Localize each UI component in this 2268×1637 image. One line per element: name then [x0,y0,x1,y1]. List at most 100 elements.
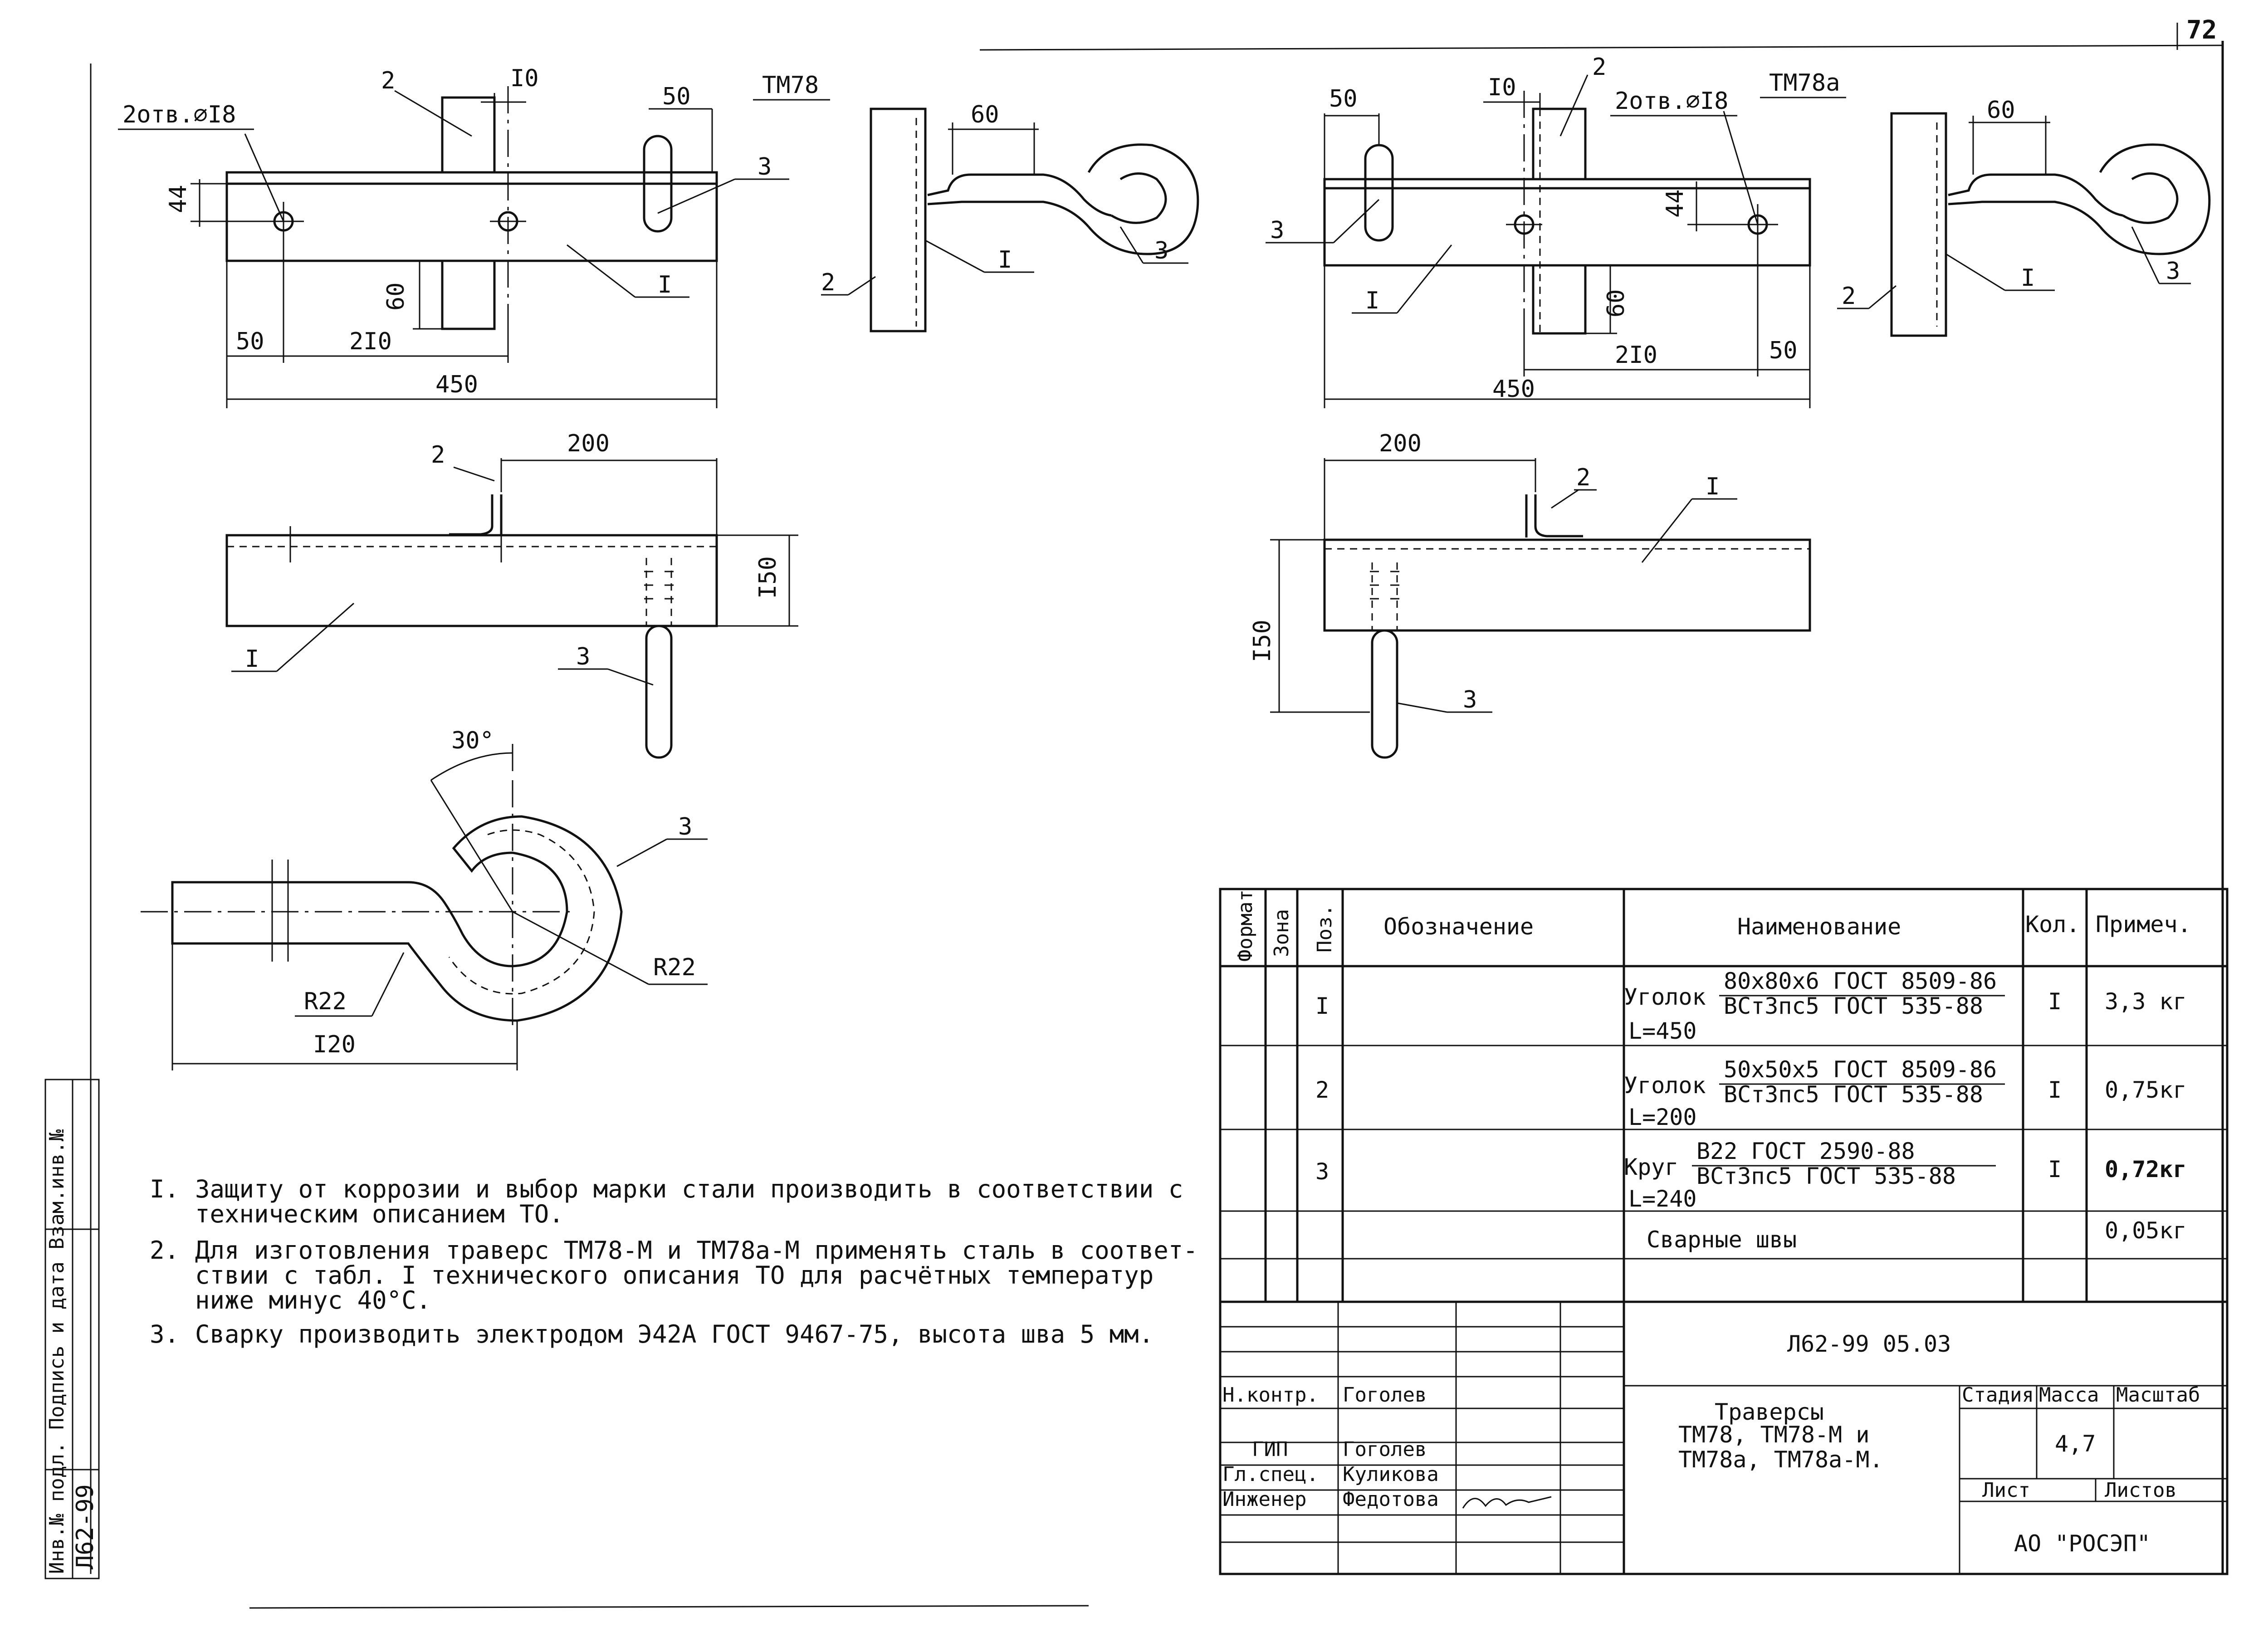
note-2-line3: ниже минус 40°С. [195,1286,431,1314]
left-margin-header: Инв.№ подл. Подпись и дата Взам.инв.№ [45,1129,68,1574]
note-1-line2: техническим описанием ТО. [195,1200,564,1228]
sheet-frame: 72 [90,15,2224,1609]
view-right-top-dim-150: I50 [1249,620,1276,662]
header-format: Формат [1234,889,1257,962]
row-2-qty: I [2048,1077,2062,1103]
header-note: Примеч. [2096,911,2191,938]
view-right-side-pos-3: 3 [2166,258,2180,285]
hook-angle: 30° [451,727,494,754]
row-3-qty: I [2048,1156,2062,1183]
view-left-dim-60: 60 [382,282,410,311]
view-right-pos-3: 3 [1270,217,1284,244]
view-right-dim-210: 2I0 [1615,342,1657,369]
view-left-front: ТМ78 I0 50 44 60 50 2I0 450 [118,65,830,408]
view-right-holes-label: 2отв.⌀I8 [1615,88,1728,115]
role-3-name: Куликова [1343,1463,1439,1486]
title-line-3: ТМ78а, ТМ78а-М. [1678,1446,1883,1473]
view-left-dim-450: 450 [435,371,478,398]
view-right-title: ТМ78а [1769,69,1840,97]
view-left-side-pos-2: 2 [821,269,835,296]
role-4-name: Федотова [1343,1488,1439,1511]
view-right-side-pos-2: 2 [1842,283,1856,310]
left-margin-stamp: Инв.№ подл. Подпись и дата Взам.инв.№ Л6… [44,1079,100,1579]
view-right-pos-2: 2 [1592,54,1606,81]
row-2-name-bottom: ВСт3пс5 ГОСТ 535-88 [1724,1081,1983,1108]
view-right-side: 60 I 2 3 [1837,97,2211,337]
mass-value: 4,7 [2055,1431,2096,1457]
view-right-dim-60: 60 [1603,289,1630,318]
view-left-title: ТМ78 [762,72,819,99]
row-1-note: 3,3 кг [2105,988,2187,1015]
view-left-top: 200 I50 2 I 3 [225,430,798,759]
view-left-side: 60 I 2 3 [821,101,1199,332]
view-left-dim-44: 44 [165,185,192,213]
row-1-length: L=450 [1628,1018,1697,1044]
role-1-name: Гоголев [1343,1383,1427,1407]
view-right-front: ТМ78а 50 I0 44 60 2I0 50 [1266,54,1846,408]
title-block: Л62-99 05.03 Траверсы ТМ78, ТМ78-М и ТМ7… [1219,1300,2229,1575]
scale-label: Масштаб [2116,1383,2200,1407]
doc-code: Л62-99 05.03 [1787,1331,1951,1357]
row-3-name-prefix: Круг [1624,1154,1678,1180]
view-right-pos-1: I [1365,287,1379,314]
role-2: ГИП [1252,1438,1288,1461]
row-3-name-top: В22 ГОСТ 2590-88 [1696,1138,1915,1164]
signature-mark [1462,1496,1552,1509]
spec-table: Формат Зона Поз. Обозначение Наименовани… [1219,888,2229,1303]
row-2-note: 0,75кг [2105,1077,2187,1103]
row-3-length: L=240 [1628,1186,1697,1212]
view-right-dim-50: 50 [1769,337,1798,364]
row-3-name-bottom: ВСт3пс5 ГОСТ 535-88 [1696,1163,1956,1189]
note-2-number: 2. [150,1236,179,1265]
view-left-side-pos-3: 3 [1154,237,1168,264]
view-right-side-dim-60: 60 [1987,97,2015,124]
title-line-1: Траверсы [1715,1399,1824,1425]
title-line-2: ТМ78, ТМ78-М и [1678,1422,1869,1448]
view-left-top-dim-200: 200 [567,430,610,457]
view-left-side-dim-60: 60 [971,101,999,128]
row-3-pos: 3 [1315,1158,1329,1185]
hook-r-inner: R22 [304,988,347,1015]
view-right-top-pos-1: I [1706,473,1720,500]
notes: I. Защиту от коррозии и выбор марки стал… [150,1175,1198,1349]
header-name: Наименование [1737,914,1901,940]
note-3-line1: Сварку производить электродом Э42А ГОСТ … [195,1320,1154,1349]
row-4-note: 0,05кг [2105,1217,2187,1244]
company-name: АО "РОСЭП" [2014,1530,2151,1557]
view-left-dim-10: I0 [510,65,539,92]
role-1: Н.контр. [1222,1383,1319,1407]
role-2-name: Гоголев [1343,1438,1427,1461]
view-right-side-pos-1: I [2021,264,2035,292]
row-3-note: 0,72кг [2105,1156,2187,1183]
row-1-name-bottom: ВСт3пс5 ГОСТ 535-88 [1724,993,1983,1019]
view-left-top-pos-3: 3 [576,643,590,670]
view-right-dim-10: I0 [1488,74,1516,101]
view-right-dim-450: 450 [1492,376,1535,403]
row-1-name-prefix: Уголок [1624,984,1706,1010]
hook-r-outer: R22 [653,954,696,981]
hook-pos-3: 3 [678,813,692,840]
view-left-top-pos-2: 2 [431,441,445,469]
sheet-number: 72 [2186,15,2217,45]
view-right-top-pos-3: 3 [1463,686,1477,713]
view-left-dim-210: 2I0 [349,328,392,355]
note-2-line2: ствии с табл. I технического описания ТО… [195,1261,1154,1290]
row-2-pos: 2 [1315,1077,1329,1103]
view-right-top-pos-2: 2 [1576,464,1590,491]
view-right-dim-50-top: 50 [1329,85,1358,112]
hook-length: I20 [313,1031,356,1058]
row-1-pos: I [1315,993,1329,1019]
view-left-dim-50: 50 [236,328,264,355]
view-right-top: 200 I50 2 I 3 [1249,430,1811,759]
role-3: Гл.спец. [1222,1463,1319,1486]
header-designation: Обозначение [1383,914,1534,940]
sheet-label: Лист [1982,1479,2030,1502]
row-4-name: Сварные швы [1647,1227,1797,1253]
view-left-holes-label: 2отв.⌀I8 [122,101,236,128]
view-left-pos-1: I [658,271,672,298]
row-2-name-top: 50х50х5 ГОСТ 8509-86 [1724,1056,1997,1083]
left-margin-doc-code: Л62-99 [72,1484,99,1569]
view-left-pos-2: 2 [381,67,395,94]
row-2-length: L=200 [1628,1104,1697,1130]
